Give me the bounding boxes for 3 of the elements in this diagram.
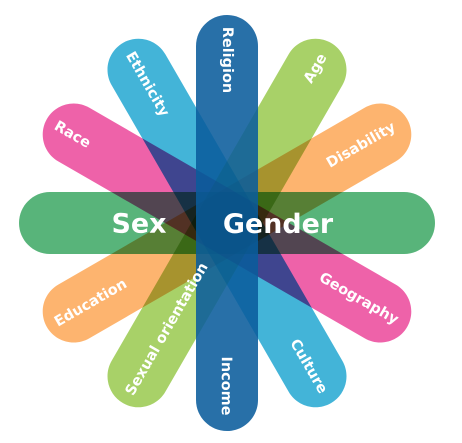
band-label: Sex bbox=[113, 212, 166, 234]
band-label: Income bbox=[222, 358, 232, 415]
band-label: Religion bbox=[220, 28, 234, 92]
